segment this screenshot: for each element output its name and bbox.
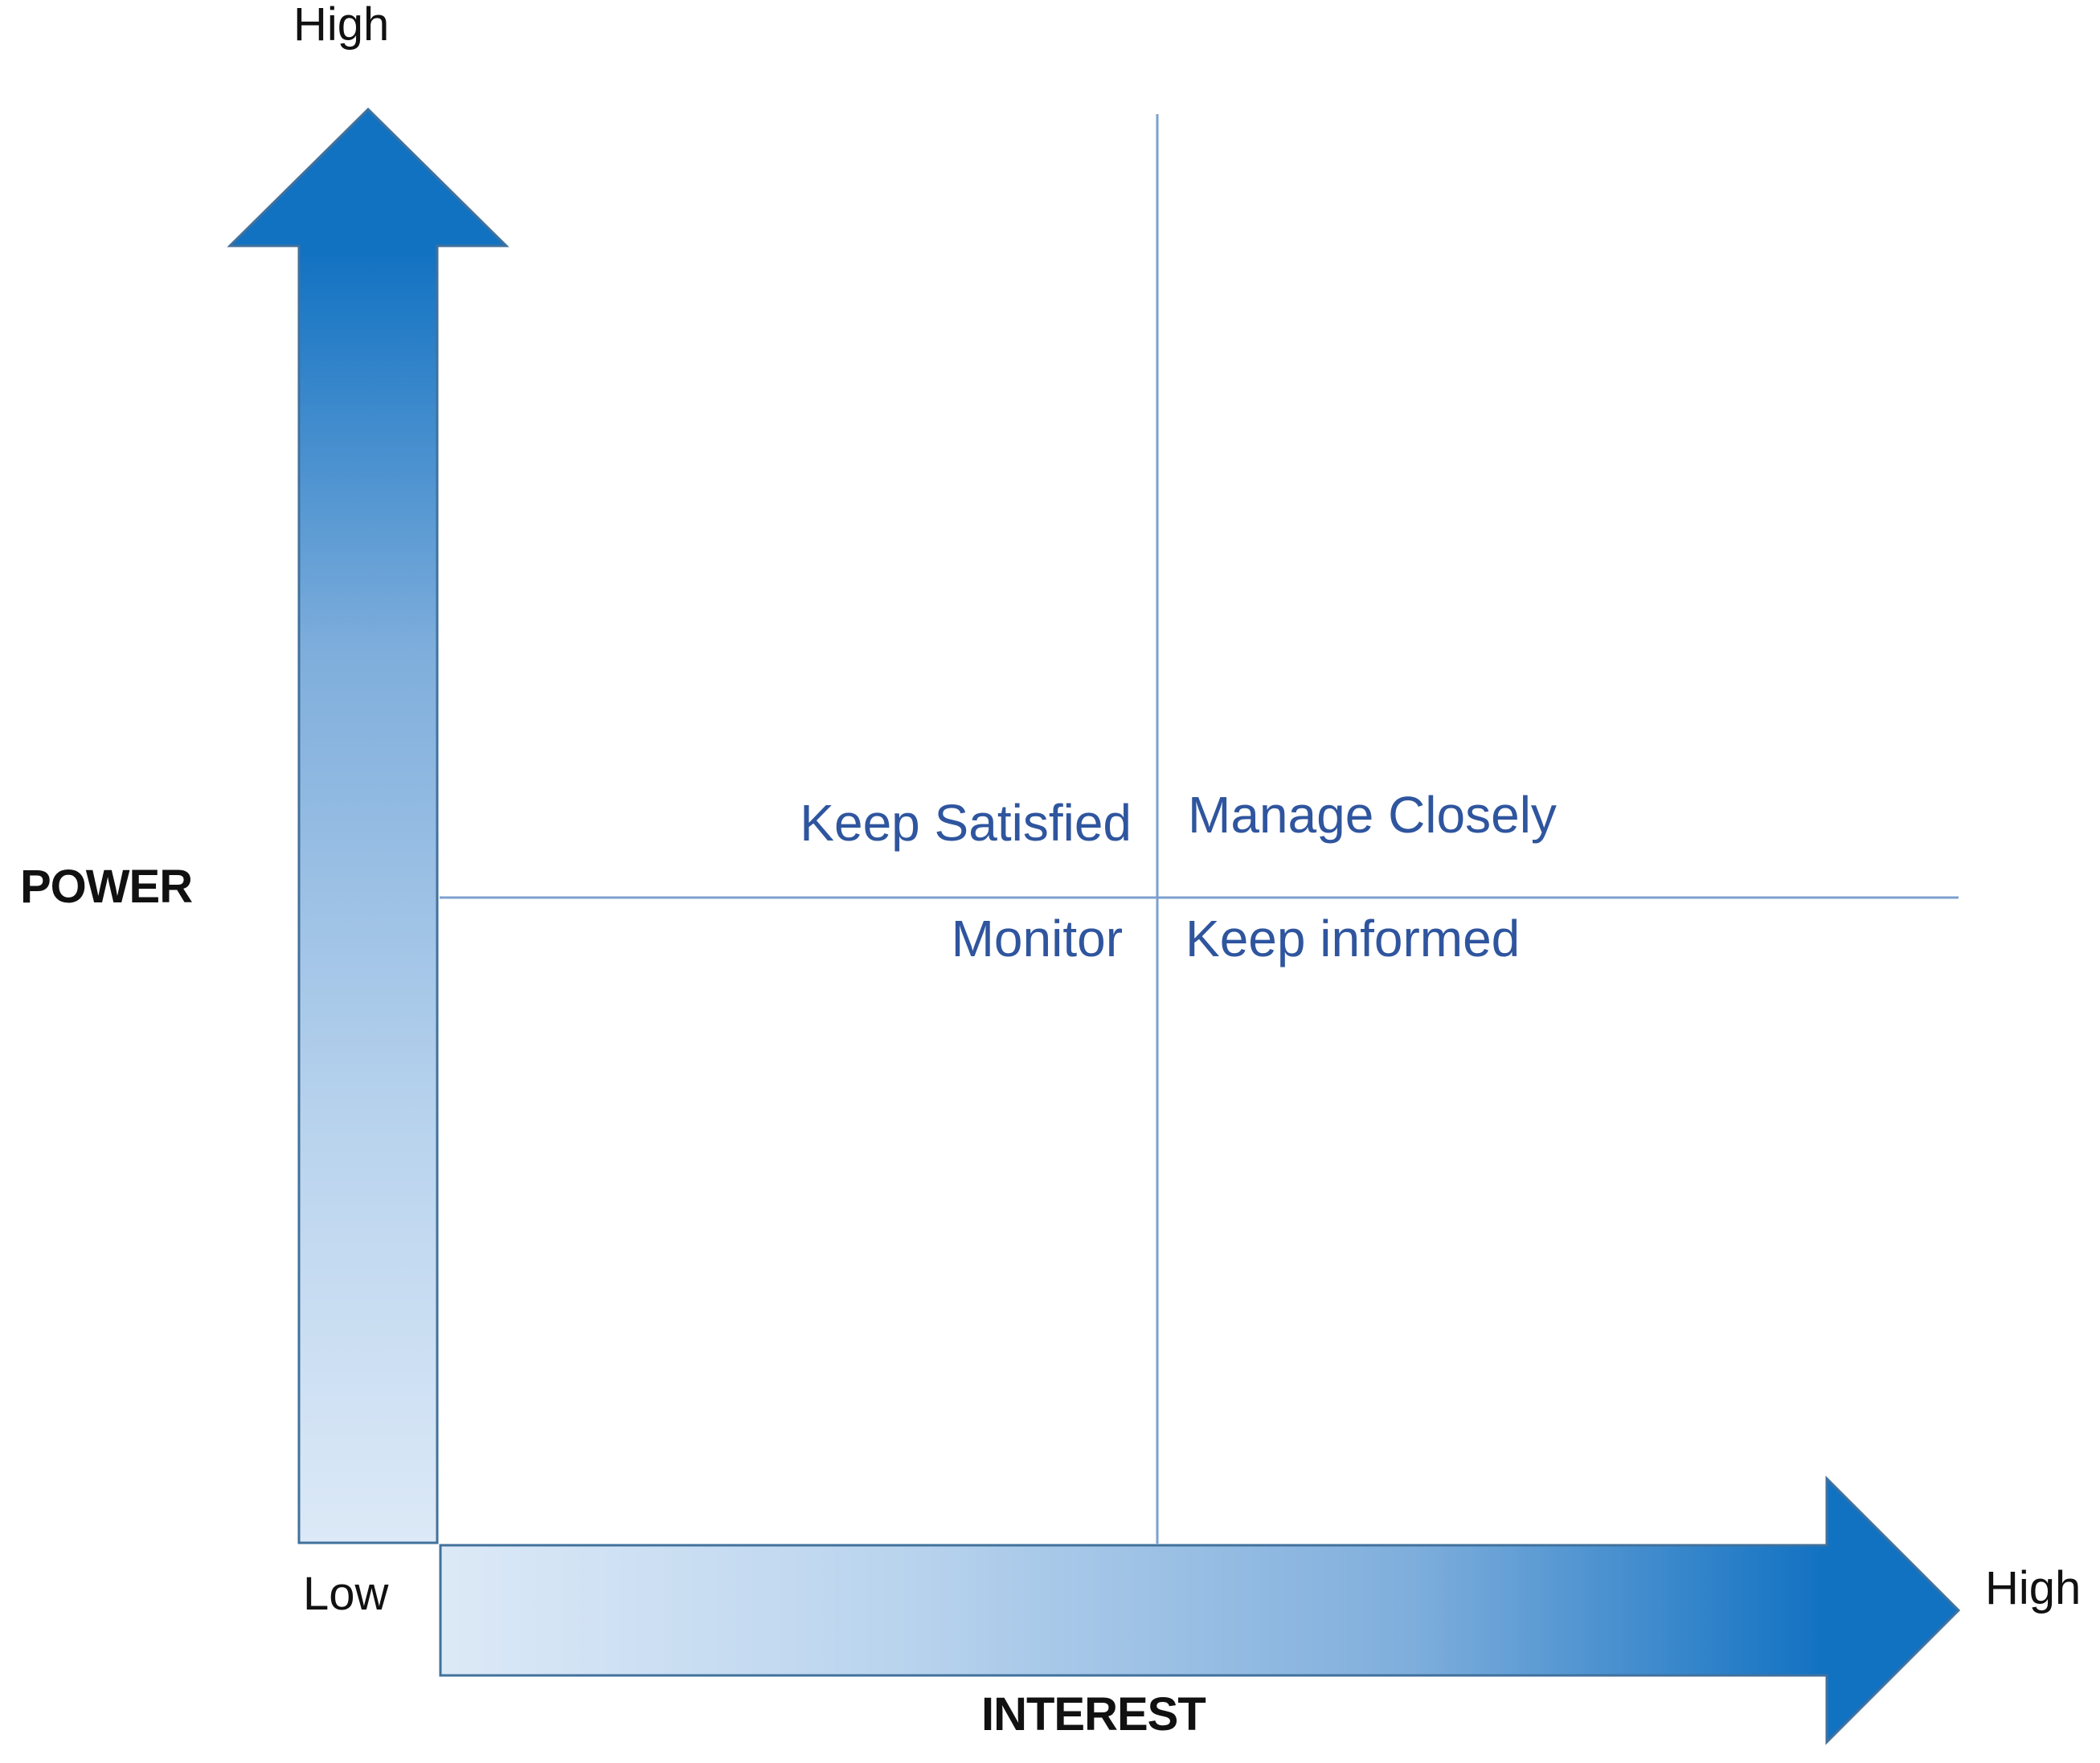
- quadrant-label-manage-closely: Manage Closely: [1188, 786, 1557, 844]
- quadrant-label-monitor: Monitor: [951, 910, 1123, 967]
- interest-axis-right-arrow: [439, 1475, 1961, 1745]
- origin-low-label: Low: [303, 1568, 389, 1620]
- x-axis-high-label: High: [1985, 1562, 2082, 1614]
- y-axis-high-label: High: [293, 0, 390, 51]
- y-axis-title: POWER: [20, 861, 193, 913]
- quadrant-label-keep-satisfied: Keep Satisfied: [800, 794, 1132, 852]
- quadrant-label-keep-informed: Keep informed: [1185, 910, 1521, 967]
- x-axis-title: INTEREST: [981, 1688, 1206, 1741]
- power-axis-up-arrow: [227, 107, 510, 1544]
